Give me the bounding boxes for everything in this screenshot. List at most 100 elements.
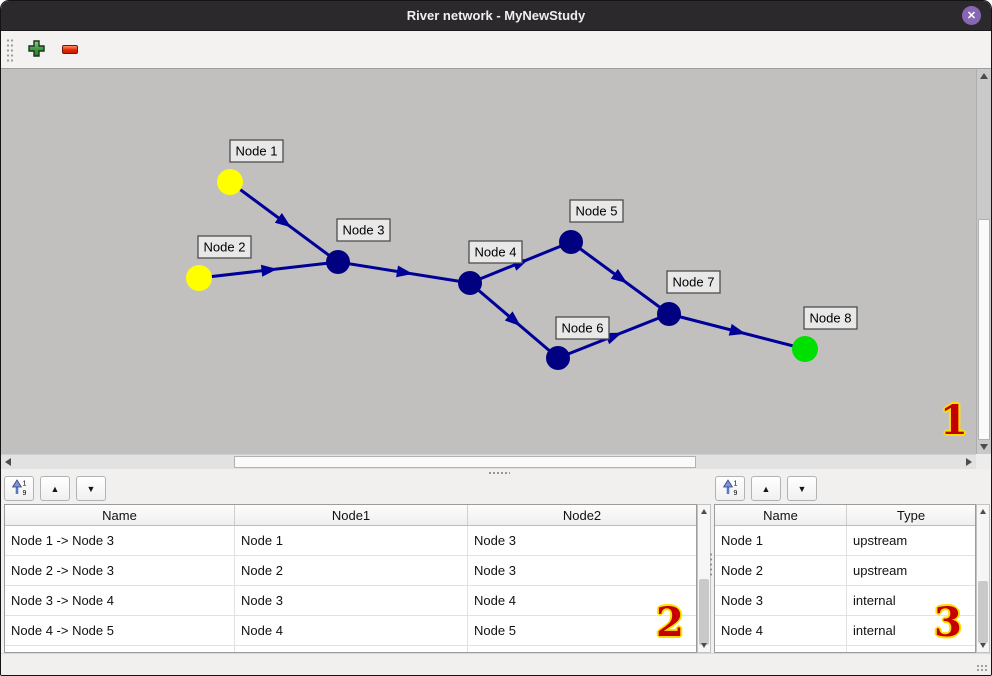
- annotation-marker-canvas: 1: [940, 397, 968, 444]
- column-header[interactable]: Node1: [235, 505, 468, 525]
- table-cell: Node 1 -> Node 3: [5, 526, 235, 555]
- resize-grip-icon[interactable]: [976, 664, 988, 672]
- node-label[interactable]: Node 2: [197, 235, 252, 259]
- edge-arrow-icon: [274, 213, 292, 228]
- network-canvas[interactable]: Node 1 Node 2 Node 3 Node 4 Node 5 Node 6 Node…: [1, 68, 976, 454]
- network-node[interactable]: [792, 336, 818, 362]
- sort-button[interactable]: 1 9: [715, 476, 745, 501]
- column-header[interactable]: Name: [715, 505, 847, 525]
- network-node[interactable]: [217, 169, 243, 195]
- horizontal-scroll-thumb[interactable]: [234, 456, 696, 468]
- move-down-button[interactable]: ▼: [787, 476, 817, 501]
- svg-text:Node 6: Node 6: [562, 321, 604, 336]
- table-cell: [715, 646, 847, 652]
- network-edge[interactable]: [198, 260, 339, 280]
- vertical-scroll-thumb[interactable]: [699, 579, 709, 645]
- table-cell: Node 2: [715, 556, 847, 585]
- table-cell: Node 4: [235, 616, 468, 645]
- column-header[interactable]: Name: [5, 505, 235, 525]
- table-cell: Node 5: [474, 623, 516, 638]
- scroll-down-button[interactable]: [698, 639, 710, 652]
- river-network-graph: Node 1 Node 2 Node 3 Node 4 Node 5 Node 6 Node…: [186, 139, 858, 370]
- scroll-up-button[interactable]: [977, 505, 989, 518]
- network-node[interactable]: [186, 265, 212, 291]
- scroll-down-button[interactable]: [977, 639, 989, 652]
- titlebar: River network - MyNewStudy ✕: [1, 1, 991, 31]
- tables-splitter-grip-icon[interactable]: [709, 552, 713, 578]
- svg-text:1: 1: [22, 481, 26, 488]
- nodes-table-scrollbar[interactable]: [976, 504, 990, 653]
- close-icon: ✕: [966, 10, 977, 22]
- links-table-scrollbar[interactable]: [697, 504, 711, 653]
- canvas-vertical-scrollbar[interactable]: [976, 68, 991, 454]
- vertical-scroll-thumb[interactable]: [978, 581, 988, 643]
- table-cell: [235, 646, 468, 652]
- close-button[interactable]: ✕: [962, 6, 981, 25]
- arrow-up-icon: [980, 509, 986, 514]
- add-node-button[interactable]: [23, 37, 49, 63]
- table-cell: Node 2: [235, 556, 468, 585]
- scroll-right-button[interactable]: [962, 455, 976, 469]
- network-edge[interactable]: [570, 240, 670, 316]
- table-cell: Node 3: [715, 586, 847, 615]
- remove-node-button[interactable]: [57, 37, 83, 63]
- node-label[interactable]: Node 3: [336, 218, 391, 242]
- network-edge[interactable]: [469, 281, 559, 360]
- edge-arrow-icon: [396, 265, 413, 278]
- network-node[interactable]: [458, 271, 482, 295]
- down-triangle-icon: ▼: [86, 483, 96, 494]
- table-cell: upstream: [853, 533, 908, 548]
- network-node[interactable]: [546, 346, 570, 370]
- column-header[interactable]: Type: [896, 507, 926, 523]
- table-row-partial: [715, 646, 975, 652]
- svg-text:Node 4: Node 4: [475, 245, 517, 260]
- up-triangle-icon: ▲: [50, 483, 60, 494]
- network-edge[interactable]: [668, 312, 806, 351]
- node-label[interactable]: Node 8: [803, 306, 858, 330]
- node-label[interactable]: Node 4: [468, 240, 523, 264]
- network-node[interactable]: [559, 230, 583, 254]
- sort-button[interactable]: 1 9: [4, 476, 34, 501]
- scroll-left-button[interactable]: [1, 455, 15, 469]
- minus-icon: [62, 45, 78, 54]
- network-node[interactable]: [657, 302, 681, 326]
- edge-arrow-icon: [610, 269, 628, 284]
- panel-splitter[interactable]: [1, 469, 991, 476]
- scroll-down-button[interactable]: [977, 440, 991, 454]
- network-edge[interactable]: [229, 180, 339, 264]
- table-cell: Node 4: [715, 616, 847, 645]
- node-label[interactable]: Node 1: [229, 139, 284, 163]
- node-label[interactable]: Node 6: [555, 316, 610, 340]
- svg-text:Node 8: Node 8: [810, 311, 852, 326]
- move-up-button[interactable]: ▲: [40, 476, 70, 501]
- down-triangle-icon: ▼: [797, 483, 807, 494]
- network-node[interactable]: [326, 250, 350, 274]
- column-header[interactable]: Node2: [562, 507, 602, 523]
- status-bar: [1, 653, 991, 675]
- node-label[interactable]: Node 7: [666, 270, 721, 294]
- table-cell: [847, 646, 975, 652]
- scroll-up-button[interactable]: [977, 69, 991, 83]
- node-label[interactable]: Node 5: [569, 199, 624, 223]
- svg-text:1: 1: [733, 481, 737, 488]
- network-edge[interactable]: [337, 260, 471, 285]
- move-down-button[interactable]: ▼: [76, 476, 106, 501]
- table-cell: Node 3 -> Node 4: [5, 586, 235, 615]
- move-up-button[interactable]: ▲: [751, 476, 781, 501]
- arrow-up-icon: [701, 509, 707, 514]
- toolbar-drag-handle[interactable]: [6, 37, 13, 62]
- scroll-up-button[interactable]: [698, 505, 710, 518]
- table-cell: [5, 646, 235, 652]
- up-triangle-icon: ▲: [761, 483, 771, 494]
- canvas-horizontal-scrollbar[interactable]: [1, 454, 976, 469]
- vertical-scroll-thumb[interactable]: [978, 219, 990, 440]
